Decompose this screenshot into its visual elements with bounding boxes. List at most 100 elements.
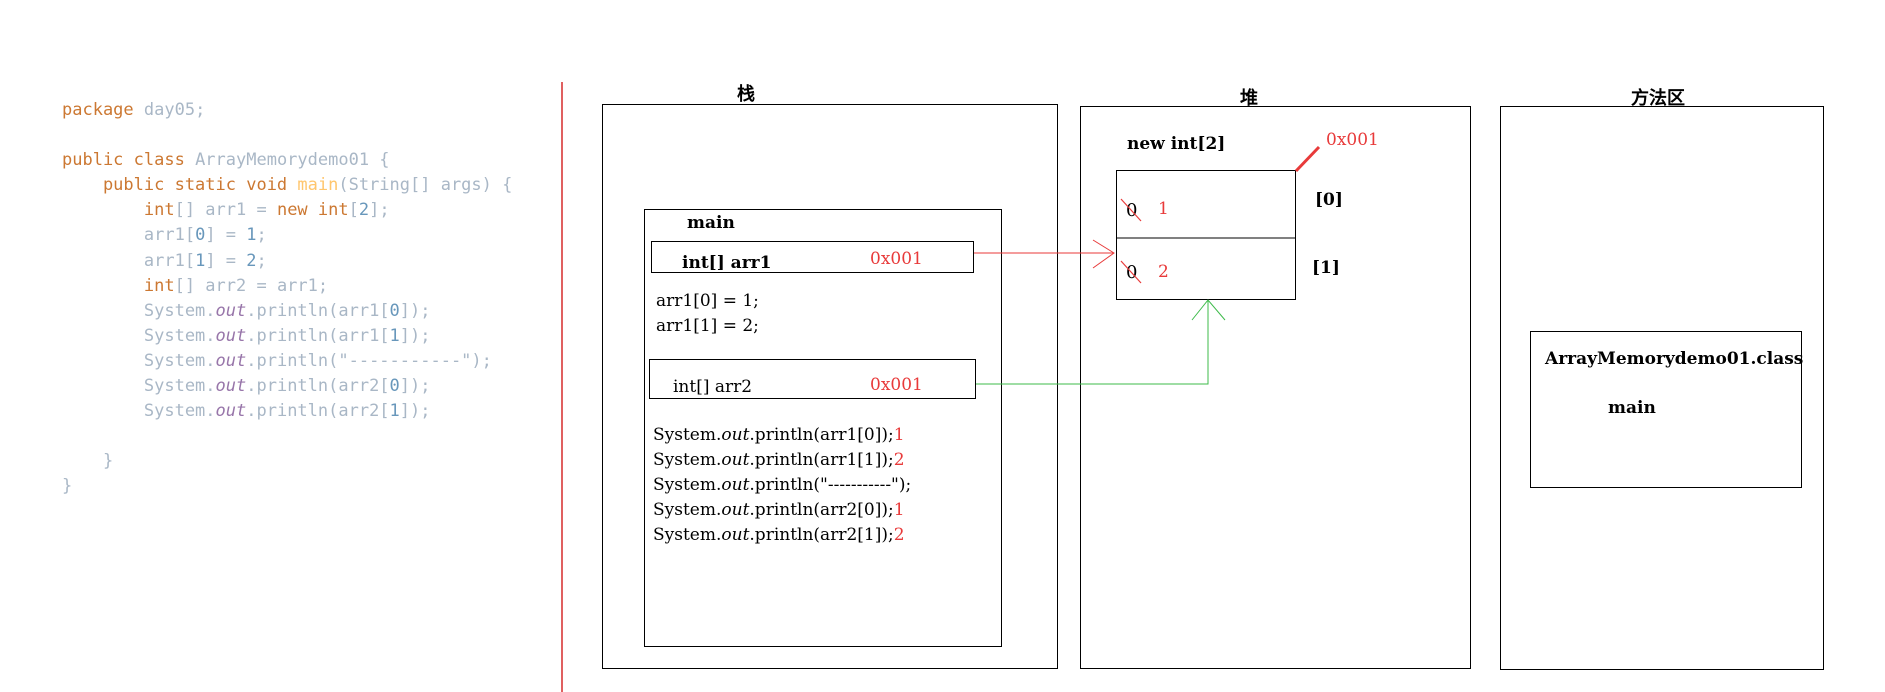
print-pre: System. <box>653 525 722 545</box>
code-listing: package day05;​public class ArrayMemoryd… <box>62 98 512 500</box>
heap-panel <box>1080 106 1471 669</box>
code-token: ; <box>256 225 267 246</box>
heap-array-address: 0x001 <box>1326 130 1379 150</box>
cell-0-old-value: 0 <box>1126 200 1138 221</box>
code-token: [ <box>348 200 359 221</box>
code-token: (String[] args) { <box>338 175 513 196</box>
code-token: package <box>62 100 144 120</box>
print-post: .println("-----------"); <box>749 475 912 495</box>
code-line: int[] arr2 = arr1; <box>62 274 512 299</box>
code-token: 0 <box>195 225 206 246</box>
code-token: .println(arr2[ <box>246 376 390 397</box>
arr2-address: 0x001 <box>870 375 923 395</box>
print-pre: System. <box>653 425 722 445</box>
code-line: } <box>62 474 512 499</box>
code-token: ]); <box>399 376 431 397</box>
class-method: main <box>1608 398 1656 418</box>
assign-line-2: arr1[1] = 2; <box>656 316 759 336</box>
code-token: public static void <box>62 175 298 196</box>
code-token: 0 <box>389 376 400 397</box>
print-res: 2 <box>893 525 905 545</box>
arr2-variable-box <box>649 359 976 399</box>
code-token: [] arr2 = arr1; <box>174 275 329 296</box>
code-token: int <box>62 275 175 296</box>
code-token: System. <box>62 401 216 422</box>
code-token: System. <box>62 325 216 346</box>
code-token: public class <box>62 150 196 171</box>
main-frame-label: main <box>687 213 735 233</box>
code-token: ] = <box>205 225 247 246</box>
print-pre: System. <box>653 450 722 470</box>
code-token: ] = <box>205 250 247 271</box>
print-line: System.out.println(arr2[1]);2 <box>653 525 905 545</box>
divider-line <box>561 82 563 692</box>
code-token: ]); <box>399 401 431 422</box>
code-token: 2 <box>358 200 370 221</box>
code-token: } <box>62 476 73 497</box>
code-line: System.out.println("-----------"); <box>62 349 512 374</box>
code-line: public static void main(String[] args) { <box>62 173 512 198</box>
code-line: System.out.println(arr1[1]); <box>62 324 512 349</box>
heap-title: 堆 <box>1240 88 1258 109</box>
heap-array-box <box>1116 170 1296 300</box>
arr1-address: 0x001 <box>870 249 923 269</box>
main-frame <box>644 209 1002 647</box>
print-res: 1 <box>893 500 905 520</box>
class-box <box>1530 331 1802 488</box>
code-token: .println("-----------"); <box>246 350 492 371</box>
code-line: public class ArrayMemorydemo01 { <box>62 148 512 173</box>
print-fld: out <box>721 425 750 445</box>
code-line: System.out.println(arr1[0]); <box>62 299 512 324</box>
method-area-title: 方法区 <box>1631 88 1685 109</box>
code-token: day05; <box>143 100 206 120</box>
code-token: out <box>215 350 247 371</box>
print-post: .println(arr2[1]); <box>749 525 894 545</box>
code-line: int[] arr1 = new int[2]; <box>62 198 512 223</box>
code-token: arr1[ <box>62 250 196 271</box>
stack-title: 栈 <box>737 84 755 105</box>
code-token: ]; <box>369 200 390 221</box>
assign-line-1: arr1[0] = 1; <box>656 291 759 311</box>
cell-1-value: 2 <box>1158 262 1169 282</box>
print-fld: out <box>721 475 750 495</box>
code-token: } <box>62 451 114 472</box>
print-fld: out <box>721 500 750 520</box>
print-pre: System. <box>653 475 722 495</box>
code-token: .println(arr1[ <box>246 300 390 321</box>
code-token: 1 <box>195 250 206 271</box>
code-token: out <box>215 401 247 422</box>
code-token: ; <box>256 250 267 271</box>
code-line: } <box>62 449 512 474</box>
code-line: ​ <box>62 424 512 449</box>
code-token: System. <box>62 376 216 397</box>
code-token: System. <box>62 300 216 321</box>
code-token: 1 <box>389 401 400 422</box>
print-line: System.out.println(arr2[0]);1 <box>653 500 905 520</box>
arr1-variable-box <box>651 241 974 273</box>
print-post: .println(arr1[1]); <box>749 450 894 470</box>
code-token: out <box>215 376 247 397</box>
print-pre: System. <box>653 500 722 520</box>
cell-1-old-value: 0 <box>1126 262 1138 283</box>
code-token: .println(arr2[ <box>246 401 390 422</box>
print-line: System.out.println(arr1[1]);2 <box>653 450 905 470</box>
method-area-panel <box>1500 106 1824 670</box>
code-line: System.out.println(arr2[0]); <box>62 374 512 399</box>
print-fld: out <box>721 450 750 470</box>
code-line: arr1[0] = 1; <box>62 223 512 248</box>
code-token: new int <box>276 200 349 221</box>
code-token: 0 <box>389 300 400 321</box>
code-token: 1 <box>246 225 257 246</box>
print-line: System.out.println("-----------"); <box>653 475 911 495</box>
arr2-declaration: int[] arr2 <box>673 377 753 397</box>
code-token: int <box>62 200 175 221</box>
code-token: System. <box>62 350 216 371</box>
print-fld: out <box>721 525 750 545</box>
stack-panel <box>602 104 1058 669</box>
print-post: .println(arr1[0]); <box>749 425 894 445</box>
code-line: ​ <box>62 123 512 148</box>
print-res: 2 <box>893 450 905 470</box>
cell-0-index: [0] <box>1315 190 1343 210</box>
print-post: .println(arr2[0]); <box>749 500 894 520</box>
